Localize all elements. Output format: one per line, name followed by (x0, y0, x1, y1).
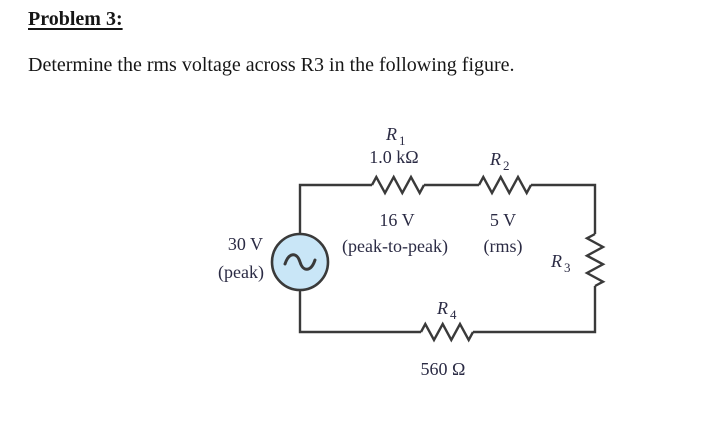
r1-subscript-label: 1 (399, 133, 406, 148)
r4-symbol-label: R (436, 298, 448, 318)
r1-voltage-qualifier-label: (peak-to-peak) (342, 236, 448, 257)
wire-bottom-right (473, 286, 597, 334)
wire-top-left (298, 183, 372, 234)
r2-symbol-label: R (489, 149, 501, 169)
r2-voltage-label: 5 V (490, 210, 516, 230)
wire-bottom-left (298, 290, 421, 334)
r4-value-label: 560 Ω (421, 359, 466, 379)
resistor-r3-zigzag (584, 232, 606, 288)
r1-voltage-label: 16 V (379, 210, 414, 230)
resistor-r2-zigzag (477, 174, 533, 196)
r3-subscript-label: 3 (564, 260, 571, 275)
r3-symbol-label: R (550, 251, 562, 271)
problem-question: Determine the rms voltage across R3 in t… (28, 54, 515, 76)
resistor-r4-zigzag (419, 321, 475, 343)
r4-subscript-label: 4 (450, 307, 457, 322)
circuit-labels: R 1 1.0 kΩ 16 V (peak-to-peak) R 2 5 V (… (218, 124, 570, 379)
r1-value-label: 1.0 kΩ (369, 147, 418, 167)
r1-symbol-label: R (385, 124, 397, 144)
r2-voltage-qualifier-label: (rms) (484, 236, 523, 257)
circuit-wires (270, 174, 606, 343)
r2-subscript-label: 2 (503, 158, 510, 173)
wire-top-right (531, 183, 597, 234)
sine-wave-icon (283, 253, 317, 271)
source-value-label: 30 V (228, 234, 263, 254)
problem-title: Problem 3: (28, 8, 123, 30)
resistor-r1-zigzag (370, 174, 426, 196)
source-qualifier-label: (peak) (218, 262, 264, 283)
